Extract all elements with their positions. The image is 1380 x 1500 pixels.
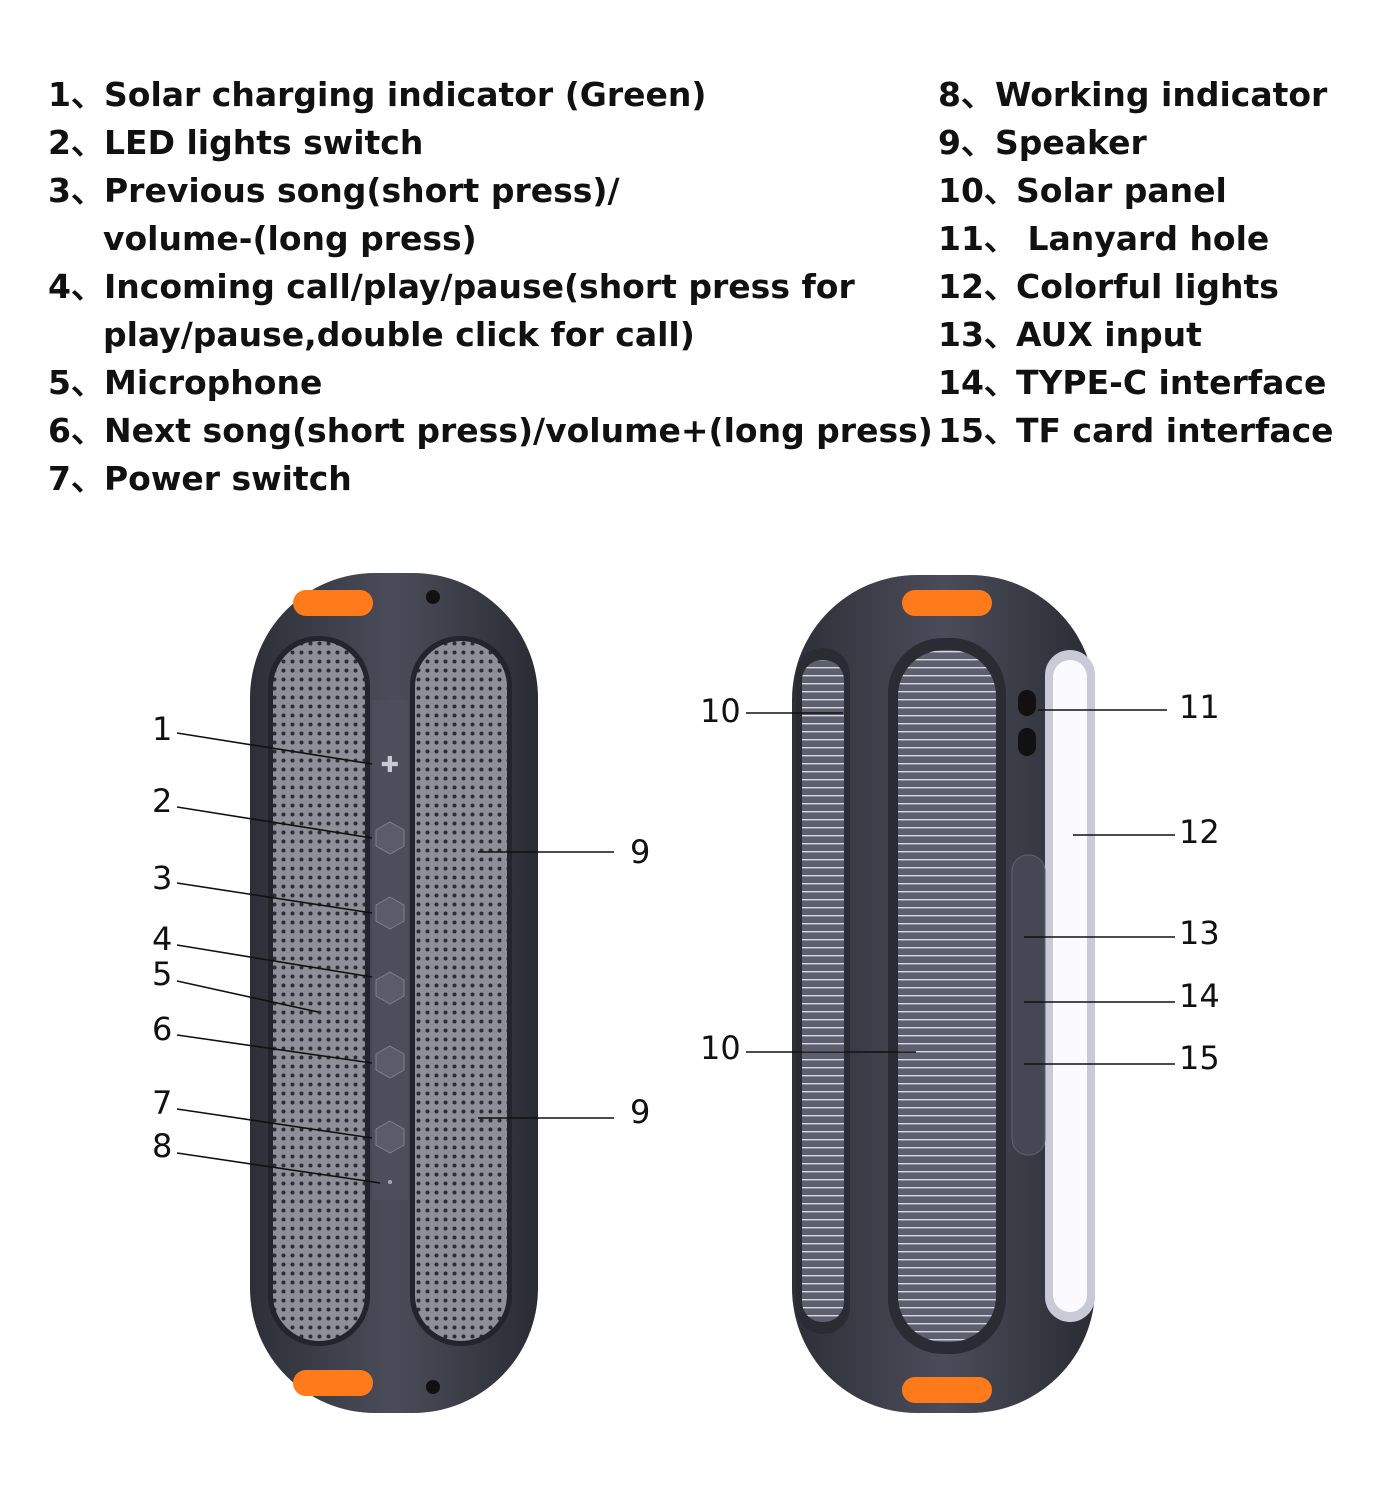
leader-line [176,980,319,1013]
callout-label: 11 [1179,688,1220,726]
leader-line [176,1108,373,1139]
feature-number: 7、 [48,459,104,498]
speaker-grille-left [273,641,365,1341]
feature-number: 1、 [48,75,104,114]
callout-label: 7 [152,1084,172,1122]
orange-tab [902,590,992,616]
screw-hole [426,590,440,604]
feature-number: 6、 [48,411,104,450]
leader-line [176,806,373,839]
callout-label: 1 [152,710,172,748]
feature-text: Speaker [995,123,1147,162]
callout-label: 10 [700,1029,741,1067]
feature-text: Lanyard hole [1016,219,1270,258]
feature-text: TF card interface [1016,411,1334,450]
callout-label: 8 [152,1127,172,1165]
leader-line [176,944,373,978]
leader-line [176,732,373,765]
lanyard-hole [1018,690,1036,716]
feature-number: 4、 [48,267,104,306]
callout-label: 6 [152,1010,172,1048]
screw-hole [426,1380,440,1394]
feature-text: Incoming call/play/pause(short press for [104,267,855,306]
callout-label: 12 [1179,813,1220,851]
callout-label: 15 [1179,1039,1220,1077]
callout-label: 5 [152,955,172,993]
callouts-back: 10 10 11 12 13 14 15 [700,688,1220,1077]
feature-number: 9、 [938,123,994,162]
feature-number: 8、 [938,75,994,114]
callout-label: 14 [1179,977,1220,1015]
speaker-front-view: ✚ [250,573,538,1413]
power-button[interactable] [375,1120,405,1154]
feature-number: 15、 [938,411,1017,450]
play-pause-button[interactable] [375,971,405,1005]
control-strip [372,700,408,1200]
solar-panel-side [802,660,844,1322]
control-buttons [375,821,405,1184]
feature-text: Previous song(short press)/ [104,171,620,210]
callout-label: 13 [1179,914,1220,952]
feature-text: LED lights switch [104,123,424,162]
feature-number: 14、 [938,363,1017,402]
previous-button[interactable] [375,896,405,930]
feature-text: Next song(short press)/volume+(long pres… [104,411,933,450]
callout-label: 4 [152,920,172,958]
callout-label: 10 [700,692,741,730]
lanyard-hole [1018,728,1036,756]
orange-tab [293,1370,373,1396]
feature-text: Power switch [104,459,352,498]
feature-number: 2、 [48,123,104,162]
light-inner [1053,660,1087,1312]
speaker-back-view [792,575,1095,1413]
led-switch-button[interactable] [375,821,405,855]
feature-number: 3、 [48,171,104,210]
feature-text: TYPE-C interface [1016,363,1327,402]
leader-line [176,1034,373,1064]
feature-text: Working indicator [995,75,1328,114]
callout-label: 9 [630,833,650,871]
orange-tab [902,1377,992,1403]
leader-line [176,882,373,914]
solar-indicator-icon: ✚ [381,753,399,778]
feature-number: 12、 [938,267,1017,306]
solar-panel-main [898,650,996,1342]
feature-text: Microphone [104,363,323,402]
feature-text: play/pause,double click for call) [103,315,695,354]
speaker-grille-right [415,641,507,1341]
feature-number: 5、 [48,363,104,402]
feature-text: Colorful lights [1016,267,1279,306]
callout-label: 9 [630,1093,650,1131]
callout-label: 2 [152,782,172,820]
feature-number: 13、 [938,315,1017,354]
orange-tab [293,590,373,616]
leader-line [176,1152,381,1184]
port-cover[interactable] [1011,854,1046,1156]
feature-text: volume-(long press) [103,219,477,258]
feature-number: 11、 [938,219,1017,258]
working-indicator-led [388,1180,392,1184]
feature-text: AUX input [1016,315,1202,354]
next-button[interactable] [375,1045,405,1079]
callout-label: 3 [152,859,172,897]
feature-text: Solar panel [1016,171,1227,210]
feature-text: Solar charging indicator (Green) [104,75,707,114]
callouts-front: 1 2 3 4 5 6 7 8 9 9 [152,710,650,1184]
feature-number: 10、 [938,171,1017,210]
